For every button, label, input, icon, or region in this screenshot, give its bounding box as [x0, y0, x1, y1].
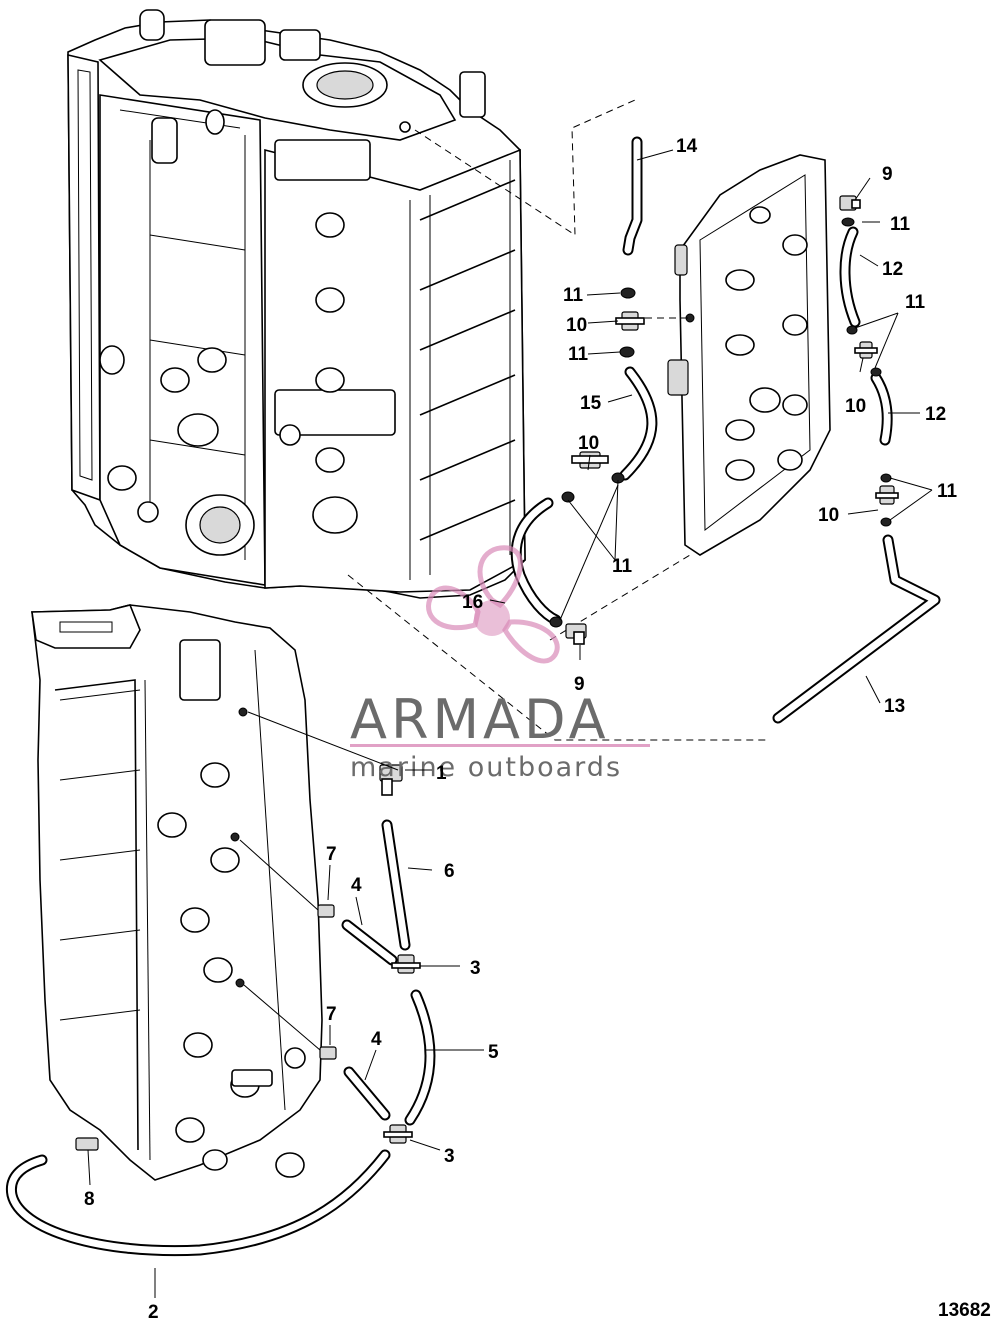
callout-13: 13 — [884, 696, 905, 717]
callout-10-b: 10 — [578, 433, 599, 454]
elbow-9-bottom — [565, 623, 587, 645]
elbow-9-top — [839, 195, 861, 211]
figure-number: 13682 — [938, 1300, 991, 1321]
callout-7-upper: 7 — [326, 844, 337, 865]
watermark-brand: ARMADA — [350, 688, 610, 751]
callout-11-b: 11 — [568, 344, 589, 365]
fitting-10-lower — [875, 485, 899, 505]
fitting-7-upper — [317, 904, 335, 918]
callout-3-lower: 3 — [444, 1146, 455, 1167]
callout-12-upper: 12 — [882, 259, 903, 280]
clamp-11 — [620, 287, 636, 299]
propeller-icon — [426, 545, 560, 664]
callout-1: 1 — [436, 763, 447, 784]
callout-6: 6 — [444, 861, 455, 882]
callout-11-right-bottom: 11 — [937, 481, 958, 502]
callout-8: 8 — [84, 1189, 95, 1210]
callout-16: 16 — [462, 592, 483, 613]
watermark-tagline: marine outboards — [350, 752, 622, 783]
armada-logo: ARMADA marine outboards — [350, 545, 650, 783]
callout-12-lower: 12 — [925, 404, 946, 425]
callout-2: 2 — [148, 1302, 159, 1321]
fitting-7-lower — [319, 1046, 337, 1060]
callout-labels: 14 9 11 12 11 10 12 11 10 13 11 10 11 15… — [84, 136, 958, 1321]
callout-10-lower: 10 — [818, 505, 839, 526]
callout-11-right-top: 11 — [890, 214, 911, 235]
hoses-and-fittings — [5, 136, 941, 1257]
callout-4-lower: 4 — [371, 1029, 382, 1050]
callout-7-lower: 7 — [326, 1004, 337, 1025]
callout-14: 14 — [676, 136, 698, 157]
fitting-8 — [75, 1137, 99, 1151]
plate-ports — [725, 206, 808, 481]
watermark-divider — [350, 744, 650, 747]
callout-3-upper: 3 — [470, 958, 481, 979]
callout-leaders — [87, 149, 933, 1298]
callout-9-bottom: 9 — [574, 674, 585, 695]
callout-11-right-middle: 11 — [905, 292, 926, 313]
callout-4-upper: 4 — [351, 875, 362, 896]
cylinder-block — [67, 9, 526, 599]
tee-3-lower — [383, 1124, 413, 1144]
callout-10-right: 10 — [845, 396, 866, 417]
callout-10-a: 10 — [566, 315, 587, 336]
transfer-port-cover — [667, 154, 831, 556]
crankcase-cover — [31, 604, 323, 1181]
fitting-10-middle — [571, 451, 609, 469]
hose-13 — [772, 534, 941, 724]
callout-11-c: 11 — [612, 556, 633, 577]
crankcase-ribs — [419, 179, 516, 541]
fitting-10-top — [615, 311, 645, 331]
callout-5: 5 — [488, 1042, 499, 1063]
callout-9-top: 9 — [882, 164, 893, 185]
callout-11-a: 11 — [563, 285, 584, 306]
callout-15: 15 — [580, 393, 602, 414]
fitting-10-right — [854, 341, 878, 359]
